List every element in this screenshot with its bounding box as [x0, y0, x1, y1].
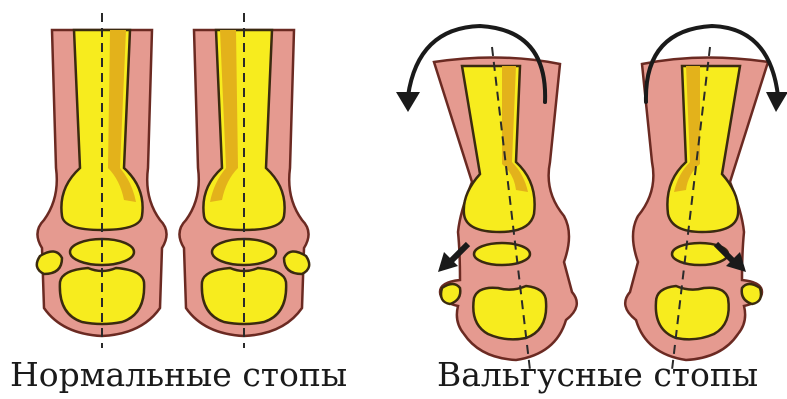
caption-normal-feet: Нормальные стопы: [10, 358, 347, 391]
normal-foot-right: [179, 13, 309, 348]
valgus-foot-left: [434, 47, 577, 370]
caption-valgus-feet: Вальгусные стопы: [437, 358, 758, 391]
normal-foot-left: [37, 13, 167, 348]
